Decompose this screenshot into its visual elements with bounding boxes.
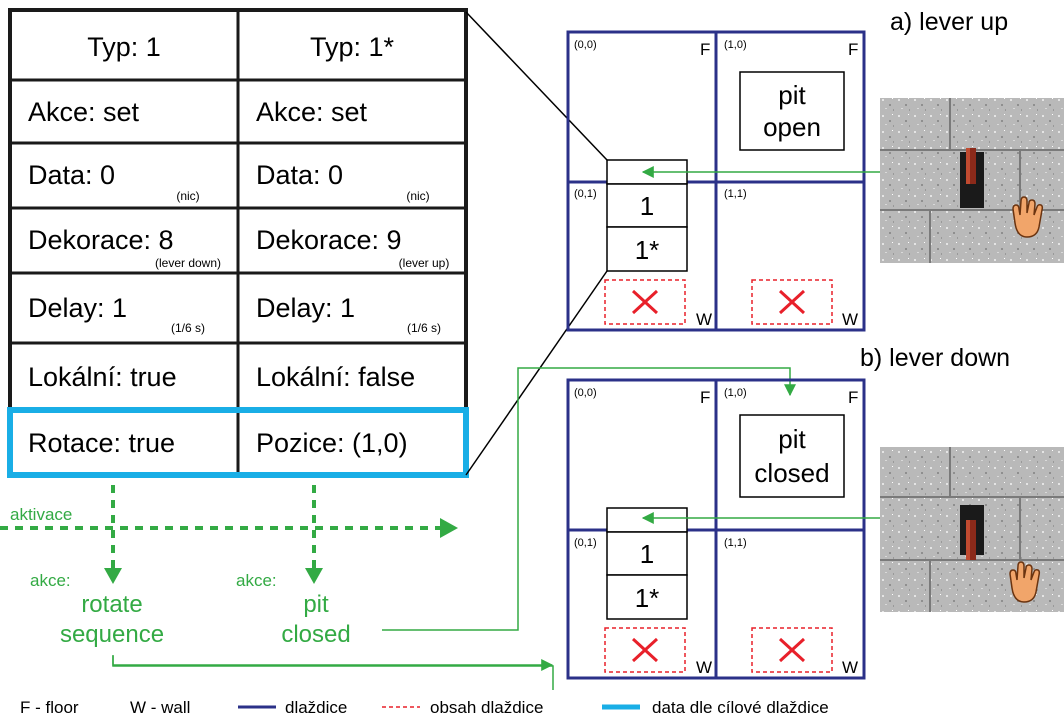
legend-tile: dlaždice xyxy=(285,698,347,717)
cell-lokalni-2: Lokální: false xyxy=(256,362,415,392)
pit-label-top: pit xyxy=(778,80,806,110)
cell-delay-2-note: (1/6 s) xyxy=(407,321,441,335)
cell-dekorace-2-note: (lever up) xyxy=(399,256,450,270)
lever-handle xyxy=(966,520,976,560)
grid-lever-up: a) lever up (0,0) (1,0) (0,1) (1,1) F F … xyxy=(566,8,1064,332)
grid-lever-down: b) lever down (0,0) (1,0) (0,1) (1,1) F … xyxy=(566,344,1064,680)
zoom-connector-top xyxy=(465,11,608,161)
coord-1-0: (1,0) xyxy=(724,387,747,399)
activation-arrowhead xyxy=(440,518,458,538)
rotate-sequence-arrow xyxy=(112,656,554,671)
wall-mark-0-1: W xyxy=(696,310,712,329)
coord-0-1: (0,1) xyxy=(574,188,597,200)
coord-1-1: (1,1) xyxy=(724,188,747,200)
cell-typ-1: Typ: 1 xyxy=(87,32,161,62)
wall-mark-0-1: W xyxy=(696,658,712,677)
cell-dekorace-1: Dekorace: 8 xyxy=(28,225,174,255)
close-x-icon xyxy=(778,289,806,315)
cell-data-1-note: (nic) xyxy=(176,189,199,203)
akce-label-1: akce: xyxy=(30,571,71,590)
closed-label: closed xyxy=(281,621,350,648)
sequence-label: sequence xyxy=(60,621,164,648)
sequence-item-2 xyxy=(606,574,688,620)
wall-mark-1-1: W xyxy=(842,310,858,329)
flow-section: aktivace akce: rotate sequence akce: pit… xyxy=(0,367,796,690)
sequence-item-1 xyxy=(606,531,688,576)
pit-box xyxy=(739,414,845,498)
coord-1-1: (1,1) xyxy=(724,537,747,549)
cell-typ-2: Typ: 1* xyxy=(310,32,395,62)
tile-content-box xyxy=(751,279,833,325)
property-table: Typ: 1 Akce: set Data: 0 (nic) Dekorace:… xyxy=(7,8,469,478)
close-x-icon xyxy=(778,637,806,663)
pit-state-bottom: closed xyxy=(754,458,829,488)
floor-mark-0-0: F xyxy=(700,388,710,407)
close-x-icon xyxy=(631,289,659,315)
cell-lokalni-1: Lokální: true xyxy=(28,362,177,392)
pit-state-top: open xyxy=(763,112,821,142)
cell-data-2-note: (nic) xyxy=(406,189,429,203)
cell-delay-1-note: (1/6 s) xyxy=(171,321,205,335)
title-lever-down: b) lever down xyxy=(860,344,1010,372)
legend-wall: W - wall xyxy=(130,698,190,717)
legend: F - floor W - wall dlaždice obsah dlaždi… xyxy=(20,698,829,717)
cell-dekorace-1-note: (lever down) xyxy=(155,256,221,270)
rotate-label: rotate xyxy=(81,591,142,618)
activation-label: aktivace xyxy=(10,505,72,524)
pit-label: pit xyxy=(303,591,329,618)
target-tile-highlight xyxy=(7,407,469,478)
coord-1-0: (1,0) xyxy=(724,39,747,51)
coord-0-0: (0,0) xyxy=(574,39,597,51)
pit-box xyxy=(739,71,845,151)
legend-floor: F - floor xyxy=(20,698,79,717)
coord-0-0: (0,0) xyxy=(574,387,597,399)
cell-akce-1: Akce: set xyxy=(28,97,140,127)
rotate-connector xyxy=(112,655,554,690)
cell-delay-2: Delay: 1 xyxy=(256,293,355,323)
seq-value-2: 1* xyxy=(635,235,660,265)
tile-content-box xyxy=(604,627,686,673)
cell-data-2: Data: 0 xyxy=(256,160,343,190)
lever-up-image xyxy=(880,98,1064,263)
sequence-slot xyxy=(606,507,688,533)
close-x-icon xyxy=(631,637,659,663)
floor-mark-0-0: F xyxy=(700,40,710,59)
wall-mark-1-1: W xyxy=(842,658,858,677)
cell-rotace-1: Rotace: true xyxy=(28,428,175,458)
seq-value-1: 1 xyxy=(640,539,654,569)
cell-pozice-2: Pozice: (1,0) xyxy=(256,428,408,458)
title-lever-up: a) lever up xyxy=(890,8,1008,36)
tile-content-box xyxy=(751,627,833,673)
floor-mark-1-0: F xyxy=(848,40,858,59)
zoom-connector-bottom xyxy=(465,270,608,476)
legend-content: obsah dlaždice xyxy=(430,698,543,717)
seq-value-2: 1* xyxy=(635,583,660,613)
sequence-item-1 xyxy=(606,183,688,228)
akce-label-2: akce: xyxy=(236,571,277,590)
tile-content-box xyxy=(604,279,686,325)
cell-data-1: Data: 0 xyxy=(28,160,115,190)
cell-dekorace-2: Dekorace: 9 xyxy=(256,225,402,255)
pit-close-connector xyxy=(382,367,796,631)
cell-akce-2: Akce: set xyxy=(256,97,368,127)
coord-0-1: (0,1) xyxy=(574,537,597,549)
legend-target: data dle cílové dlaždice xyxy=(652,698,829,717)
seq-value-1: 1 xyxy=(640,191,654,221)
pit-label-bottom: pit xyxy=(778,424,806,454)
lever-handle xyxy=(966,148,976,184)
cell-delay-1: Delay: 1 xyxy=(28,293,127,323)
sequence-item-2 xyxy=(606,226,688,272)
floor-mark-1-0: F xyxy=(848,388,858,407)
